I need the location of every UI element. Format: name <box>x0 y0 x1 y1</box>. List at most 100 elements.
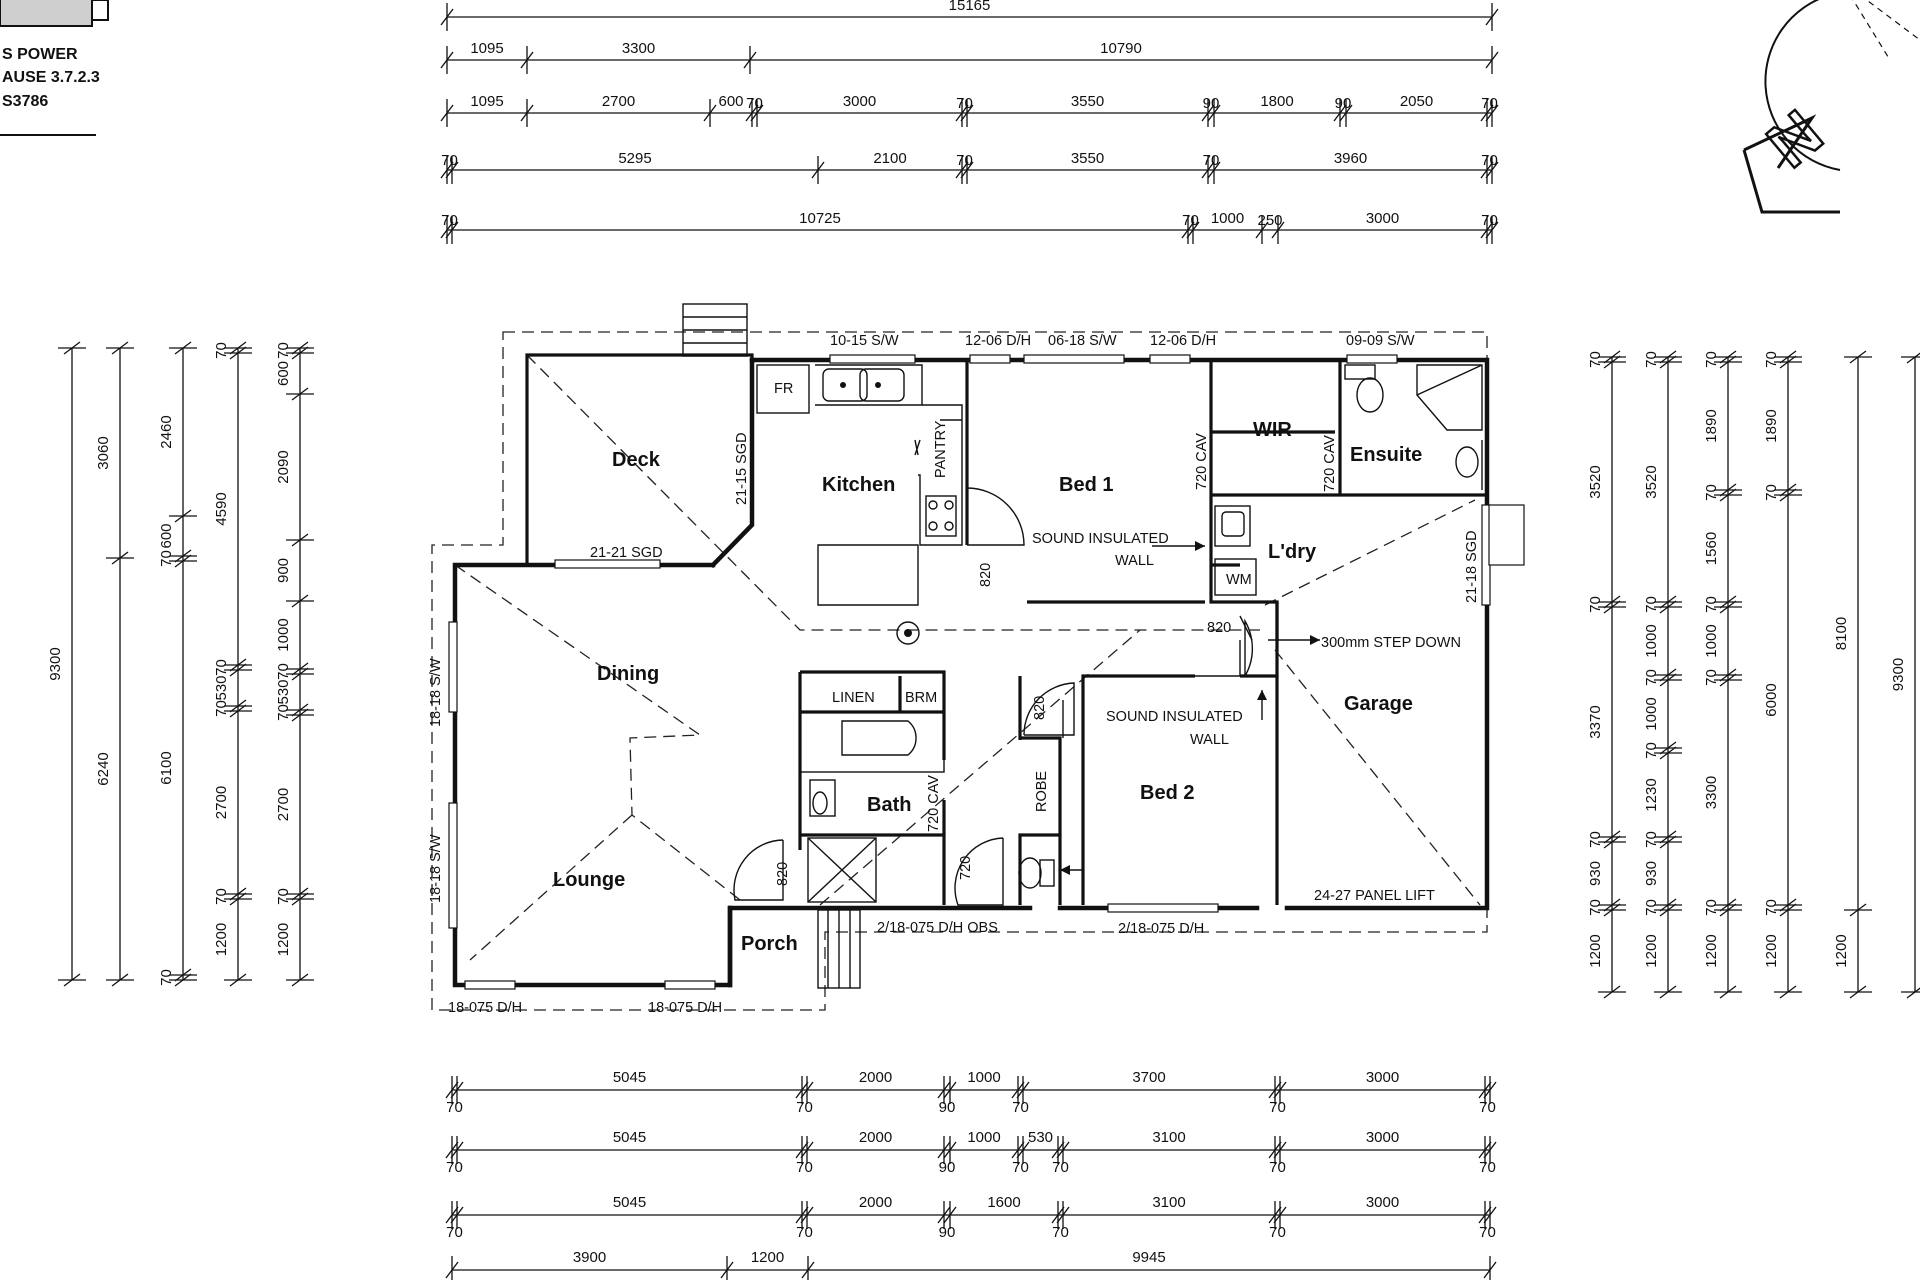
dimension-value: 70 <box>275 663 292 680</box>
dimension-value: 70 <box>796 1099 813 1116</box>
dimension-value: 70 <box>1012 1099 1029 1116</box>
dimension-value: 1800 <box>1260 93 1293 110</box>
dimension-value: 70 <box>1269 1159 1286 1176</box>
dimension-value: 70 <box>213 888 230 905</box>
room-wir: WIR <box>1253 419 1292 441</box>
sound-1a-label: SOUND INSULATED <box>1032 531 1169 547</box>
dimension-value: 1200 <box>751 1249 784 1266</box>
dimension-value: 70 <box>1587 899 1604 916</box>
dimension-value: 2100 <box>873 150 906 167</box>
room-dining: Dining <box>597 663 659 685</box>
dimension-value: 70 <box>1182 212 1199 229</box>
sgd-kitchen-label: 21-15 SGD <box>734 432 750 505</box>
dimension-value: 15165 <box>949 0 991 14</box>
dimension-value: 530 <box>1028 1129 1053 1146</box>
dimension-value: 600 <box>158 523 175 548</box>
dimension-value: 70 <box>1703 484 1720 501</box>
window-marks <box>448 354 1525 990</box>
room-brm: BRM <box>905 690 937 706</box>
laundry-fittings <box>1214 505 1257 596</box>
sw-left-1-label: 18-18 S/W <box>428 658 444 727</box>
dimension-value: 2700 <box>602 93 635 110</box>
dimension-value: 90 <box>939 1159 956 1176</box>
room-pantry: PANTRY <box>933 420 949 478</box>
dh-bottom-1-label: 18-075 D/H <box>448 1000 522 1016</box>
dimension-value: 70 <box>441 212 458 229</box>
dimension-value: 70 <box>446 1224 463 1241</box>
north-compass-icon: N <box>1742 0 1920 214</box>
cav-bath-label: 720 CAV <box>926 775 942 832</box>
door-garage-label: 820 <box>1207 620 1231 636</box>
dimension-value: 90 <box>939 1099 956 1116</box>
sw-left-2-label: 18-18 S/W <box>428 834 444 903</box>
dimension-value: 6000 <box>1763 683 1780 716</box>
dimension-value: 70 <box>1479 1159 1496 1176</box>
dimension-value: 9945 <box>1132 1249 1165 1266</box>
dimension-value: 3300 <box>1703 776 1720 809</box>
dimension-value: 1000 <box>1211 210 1244 227</box>
dimension-value: 2700 <box>275 788 292 821</box>
win-bed1-c-label: 12-06 D/H <box>1150 333 1216 349</box>
dimension-value: 3000 <box>1366 210 1399 227</box>
dimension-value: 3000 <box>1366 1069 1399 1086</box>
leader-arrows <box>1060 541 1320 875</box>
room-bath: Bath <box>867 794 911 816</box>
dimension-value: 5045 <box>613 1069 646 1086</box>
annotation-labels: 10-15 S/W 12-06 D/H 06-18 S/W 12-06 D/H … <box>428 333 1480 1016</box>
note-line-3: S3786 <box>2 93 48 110</box>
dimension-value: 70 <box>1587 596 1604 613</box>
dimension-value: 70 <box>1203 152 1220 169</box>
dimension-value: 8100 <box>1833 617 1850 650</box>
dimension-value: 1200 <box>213 923 230 956</box>
dimension-value: 10790 <box>1100 40 1142 57</box>
dimension-value: 1200 <box>1763 934 1780 967</box>
sgd-deck-label: 21-21 SGD <box>590 545 663 561</box>
room-wm: WM <box>1226 572 1252 588</box>
dimension-value: 70 <box>213 342 230 359</box>
panel-lift-label: 24-27 PANEL LIFT <box>1314 888 1435 904</box>
dh-bed2-label: 2/18-075 D/H <box>1118 921 1204 937</box>
dimension-value: 3520 <box>1643 465 1660 498</box>
dimension-value: 70 <box>1481 95 1498 112</box>
room-bed1: Bed 1 <box>1059 474 1113 496</box>
dimension-value: 2460 <box>158 415 175 448</box>
dimension-value: 3300 <box>622 40 655 57</box>
ceiling-light-icon <box>896 621 920 645</box>
dimension-value: 530 <box>213 675 230 700</box>
right-dimension-strings: 7035207033707093070120070352070100070100… <box>1587 350 1920 999</box>
ensuite-fittings <box>1344 364 1483 490</box>
dimension-value: 3100 <box>1152 1194 1185 1211</box>
dimension-value: 70 <box>956 152 973 169</box>
wc-fittings <box>1018 857 1055 889</box>
dimension-value: 70 <box>275 888 292 905</box>
room-linen: LINEN <box>832 690 875 706</box>
dimension-value: 70 <box>1703 596 1720 613</box>
dimension-value: 90 <box>1203 95 1220 112</box>
dimension-value: 70 <box>1643 831 1660 848</box>
internal-walls <box>798 360 1487 905</box>
dimension-value: 3000 <box>1366 1194 1399 1211</box>
dimension-value: 600 <box>718 93 743 110</box>
dimension-value: 9300 <box>1890 658 1907 691</box>
win-bed1-b-label: 06-18 S/W <box>1048 333 1117 349</box>
dimension-value: 70 <box>956 95 973 112</box>
dimension-value: 9300 <box>47 647 64 680</box>
door-porch-label: 820 <box>775 862 791 886</box>
dimension-value: 70 <box>1481 152 1498 169</box>
dimension-value: 600 <box>275 361 292 386</box>
dimension-value: 1230 <box>1643 778 1660 811</box>
dimension-value: 3060 <box>95 436 112 469</box>
dimension-value: 2700 <box>213 786 230 819</box>
sound-1b-label: WALL <box>1115 553 1154 569</box>
dimension-value: 1560 <box>1703 532 1720 565</box>
dimension-value: 930 <box>1643 861 1660 886</box>
dimension-value: 70 <box>213 700 230 717</box>
dimension-value: 1200 <box>1703 934 1720 967</box>
kitchen-fittings <box>756 364 963 606</box>
dimension-value: 70 <box>446 1159 463 1176</box>
door-bed1-label: 820 <box>978 563 994 587</box>
dimension-value: 70 <box>1643 899 1660 916</box>
dimension-value: 70 <box>1269 1099 1286 1116</box>
